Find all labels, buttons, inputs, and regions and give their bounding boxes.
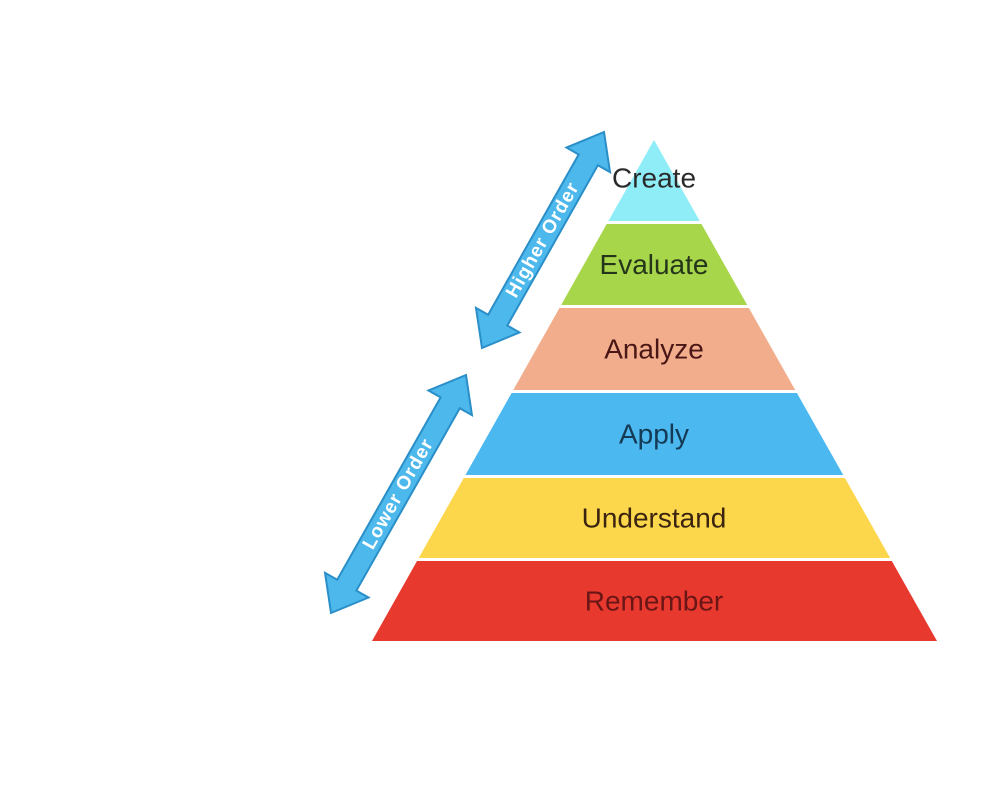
pyramid-level-remember: Remember	[372, 561, 937, 641]
pyramid-level-label: Analyze	[604, 334, 704, 365]
pyramid-band	[561, 224, 748, 305]
double-arrow-icon	[323, 373, 474, 615]
pyramid-level-label: Create	[612, 163, 696, 194]
pyramid-level-understand: Understand	[418, 478, 891, 558]
pyramid-level-analyze: Analyze	[513, 308, 796, 390]
pyramid-level-apply: Apply	[465, 393, 844, 475]
pyramid-level-label: Evaluate	[600, 249, 709, 280]
higher-order-label: Higher Order	[502, 179, 584, 302]
pyramid-band	[608, 140, 700, 221]
pyramid-band	[513, 308, 796, 390]
pyramid-band	[372, 561, 937, 641]
pyramid-level-label: Remember	[585, 586, 723, 617]
pyramid-band	[418, 478, 891, 558]
pyramid-level-evaluate: Evaluate	[561, 224, 748, 305]
pyramid-band	[465, 393, 844, 475]
double-arrow-icon	[474, 130, 612, 350]
pyramid-level-label: Apply	[619, 419, 689, 450]
pyramid-level-create: Create	[608, 140, 700, 221]
lower-order-label: Lower Order	[359, 435, 438, 553]
pyramid-level-label: Understand	[582, 503, 727, 534]
